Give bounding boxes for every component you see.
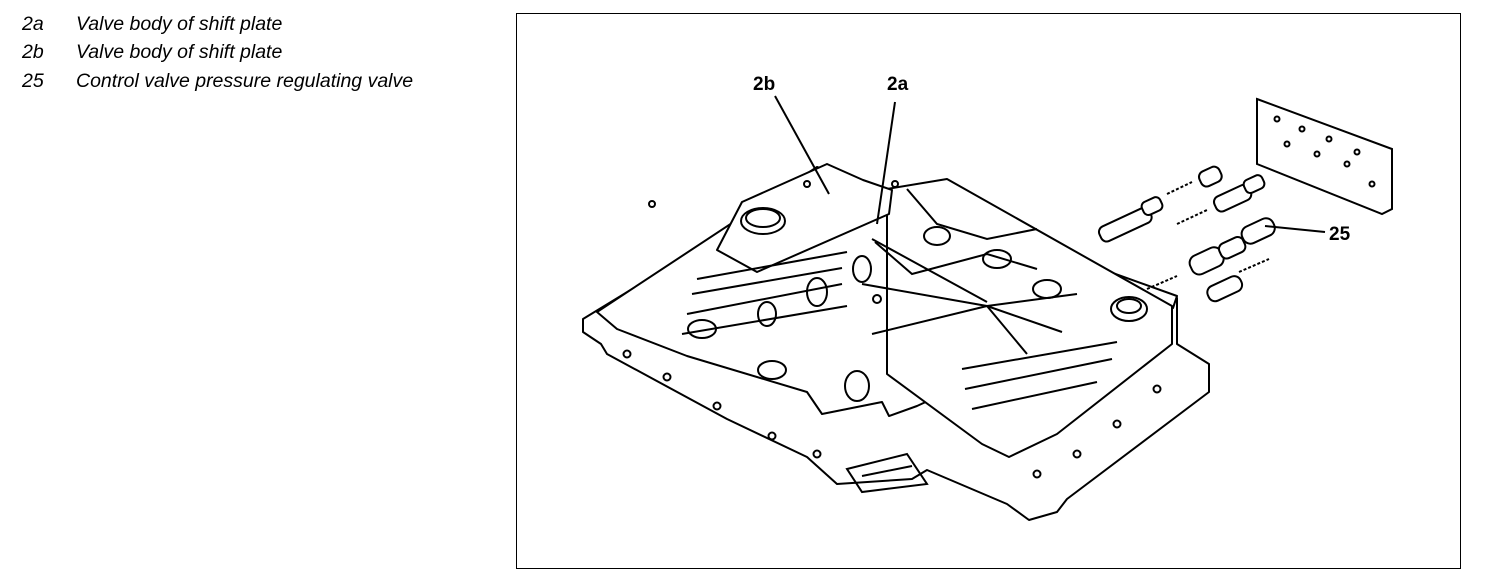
legend-item-25: 25 Control valve pressure regulating val… [22, 67, 413, 96]
callout-2b: 2b [753, 74, 775, 95]
legend-item-2b: 2b Valve body of shift plate [22, 39, 413, 68]
leader-25 [1264, 225, 1326, 233]
valve-body-figure: 2b 2a 25 [516, 13, 1461, 569]
legend-text: Valve body of shift plate [76, 41, 283, 64]
legend-code: 25 [22, 69, 44, 92]
valve-body-drawing: 2b 2a 25 [582, 74, 1393, 521]
legend-code: 2b [22, 41, 44, 64]
legend-text: Valve body of shift plate [76, 12, 283, 35]
callout-25: 25 [1329, 224, 1351, 245]
legend-item-2a: 2a Valve body of shift plate [22, 10, 413, 39]
leader-2b [774, 95, 830, 195]
valve-body-housing [582, 163, 1210, 521]
leader-2a [876, 101, 896, 225]
legend: 2a Valve body of shift plate 2b Valve bo… [22, 10, 413, 96]
callout-2a: 2a [887, 74, 909, 95]
legend-code: 2a [22, 12, 44, 35]
valve-body-details [622, 180, 1162, 494]
regulating-valve-parts [1097, 97, 1393, 303]
legend-text: Control valve pressure regulating valve [76, 69, 414, 92]
callout-leaders [774, 95, 1326, 233]
